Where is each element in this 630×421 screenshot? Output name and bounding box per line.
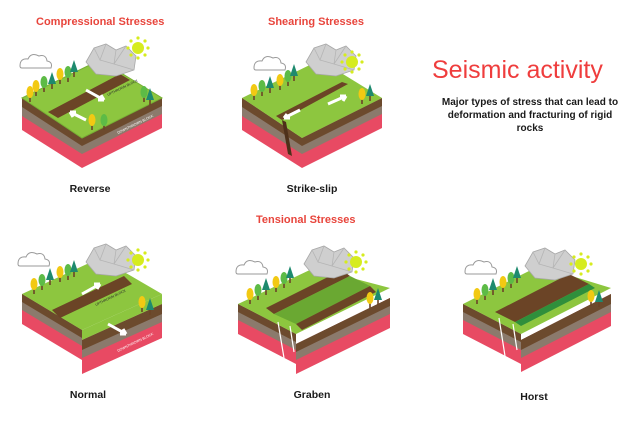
cloud-icon [253,56,286,71]
cloud-icon [464,260,497,275]
strike-slip-fault-diagram [242,43,382,168]
section-shearing: Shearing Stresses [268,16,364,28]
cloud-icon [19,54,52,69]
label-normal: Normal [69,389,107,401]
panel-horst [455,232,620,382]
panel-graben [230,232,400,382]
label-reverse: Reverse [69,183,111,195]
main-subtitle: Major types of stress that can lead to d… [441,97,619,134]
label-graben: Graben [293,389,331,401]
rocks-icon [524,247,576,281]
horst-diagram [463,247,611,372]
normal-fault-diagram: UPTHROWN BLOCK DOWNTHROWN BLOCK [17,243,162,374]
panel-normal: UPTHROWN BLOCK DOWNTHROWN BLOCK [12,232,172,382]
cloud-icon [17,252,50,267]
graben-diagram [235,245,390,374]
panel-reverse: UPTHROWN BLOCK DOWNTHROWN BLOCK [12,28,172,173]
main-title: Seismic activity [432,56,603,84]
label-horst: Horst [520,391,548,403]
reverse-fault-diagram: UPTHROWN BLOCK DOWNTHROWN BLOCK [19,36,164,168]
panel-strike-slip [232,28,392,173]
section-compressional: Compressional Stresses [36,16,165,28]
label-strike-slip: Strike-slip [286,183,338,195]
section-tensional: Tensional Stresses [256,214,356,226]
cloud-icon [235,260,268,275]
sun-icon [126,36,150,60]
